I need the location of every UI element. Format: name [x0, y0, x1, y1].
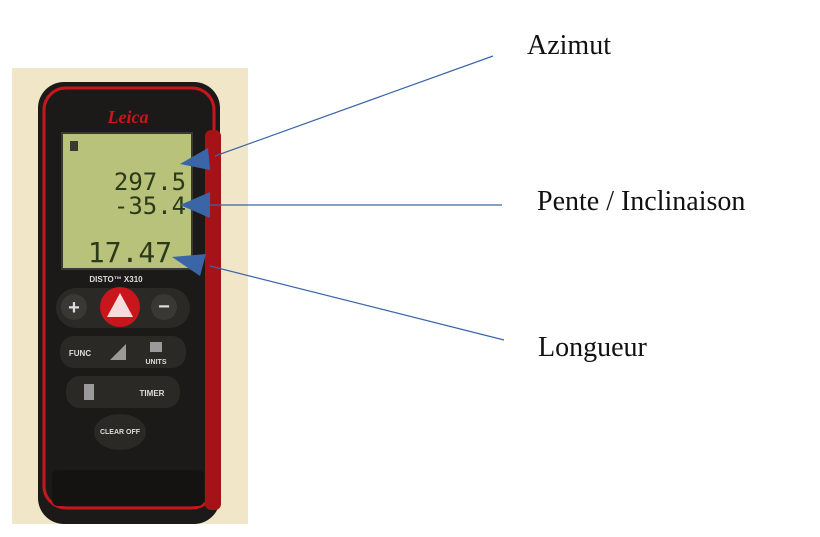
azimuth-label: Azimut	[527, 32, 611, 60]
length-pointer-line	[210, 266, 504, 340]
units-icon	[150, 342, 162, 352]
brand-logo: Leica	[107, 107, 149, 127]
minus-key-label: −	[158, 296, 170, 318]
model-label: DISTO™ X310	[89, 275, 143, 284]
reading-length: 17.47	[88, 236, 172, 269]
func-key[interactable]: FUNC	[69, 349, 91, 358]
slope-label: Pente / Inclinaison	[537, 188, 745, 216]
device-base	[52, 470, 204, 506]
reference-icon	[84, 384, 94, 400]
device-side-grip	[205, 130, 221, 510]
clear-off-label: CLEAR OFF	[100, 429, 141, 436]
battery-icon	[70, 141, 78, 151]
units-key[interactable]: UNITS	[146, 359, 167, 366]
disto-device: Leica 297.5 -35.4 17.47 DISTO™ X310 + − …	[38, 82, 221, 524]
azimuth-pointer-line	[215, 56, 493, 156]
reading-slope: -35.4	[114, 192, 186, 220]
timer-key[interactable]: TIMER	[140, 389, 165, 398]
length-label: Longueur	[538, 334, 647, 362]
plus-key-label: +	[68, 297, 80, 319]
